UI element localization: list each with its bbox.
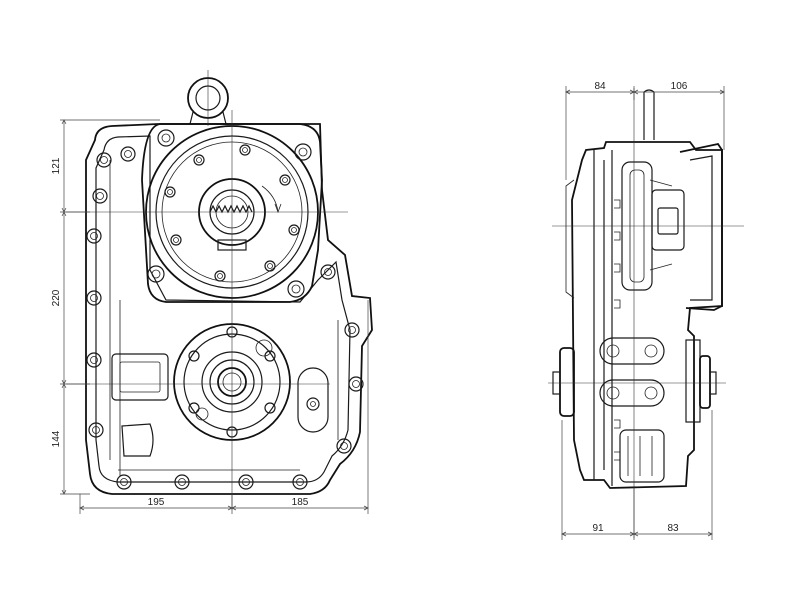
top-disc-bolts [164, 144, 300, 282]
dim-side-bottom-left: 91 [592, 523, 604, 534]
front-vertical-dimensions [60, 119, 160, 495]
side-view: 84 106 91 83 [548, 81, 744, 540]
side-right-output-shaft [685, 339, 717, 423]
front-centerlines [66, 70, 348, 510]
plate-corner-bolts [147, 129, 312, 298]
breather-slot [297, 367, 329, 433]
housing-inner-outline [95, 135, 351, 483]
dim-side-bottom-right: 83 [667, 523, 679, 534]
side-centerlines [548, 88, 744, 538]
side-left-output-shaft [552, 347, 575, 417]
front-horizontal-dimensions [79, 300, 369, 514]
side-gear-link-upper [599, 337, 665, 365]
housing-perimeter-bolts [86, 146, 364, 490]
dim-height-middle: 220 [51, 289, 62, 306]
top-flange-plate [141, 123, 323, 303]
side-input-cover [679, 142, 723, 311]
inspection-boss [111, 353, 169, 401]
drain-pad [121, 423, 154, 457]
dim-height-bottom: 144 [51, 430, 62, 447]
side-top-dimensions [565, 86, 725, 180]
front-view: 121 220 144 195 185 [51, 70, 373, 514]
dim-width-left: 195 [148, 497, 165, 508]
side-gear-link-lower [599, 379, 665, 407]
dim-side-top-left: 84 [594, 81, 606, 92]
dim-height-top: 121 [51, 157, 62, 174]
housing-outline [85, 123, 373, 495]
side-bottom-dimensions [561, 410, 713, 540]
dim-width-right: 185 [292, 497, 309, 508]
dim-side-top-right: 106 [671, 81, 688, 92]
